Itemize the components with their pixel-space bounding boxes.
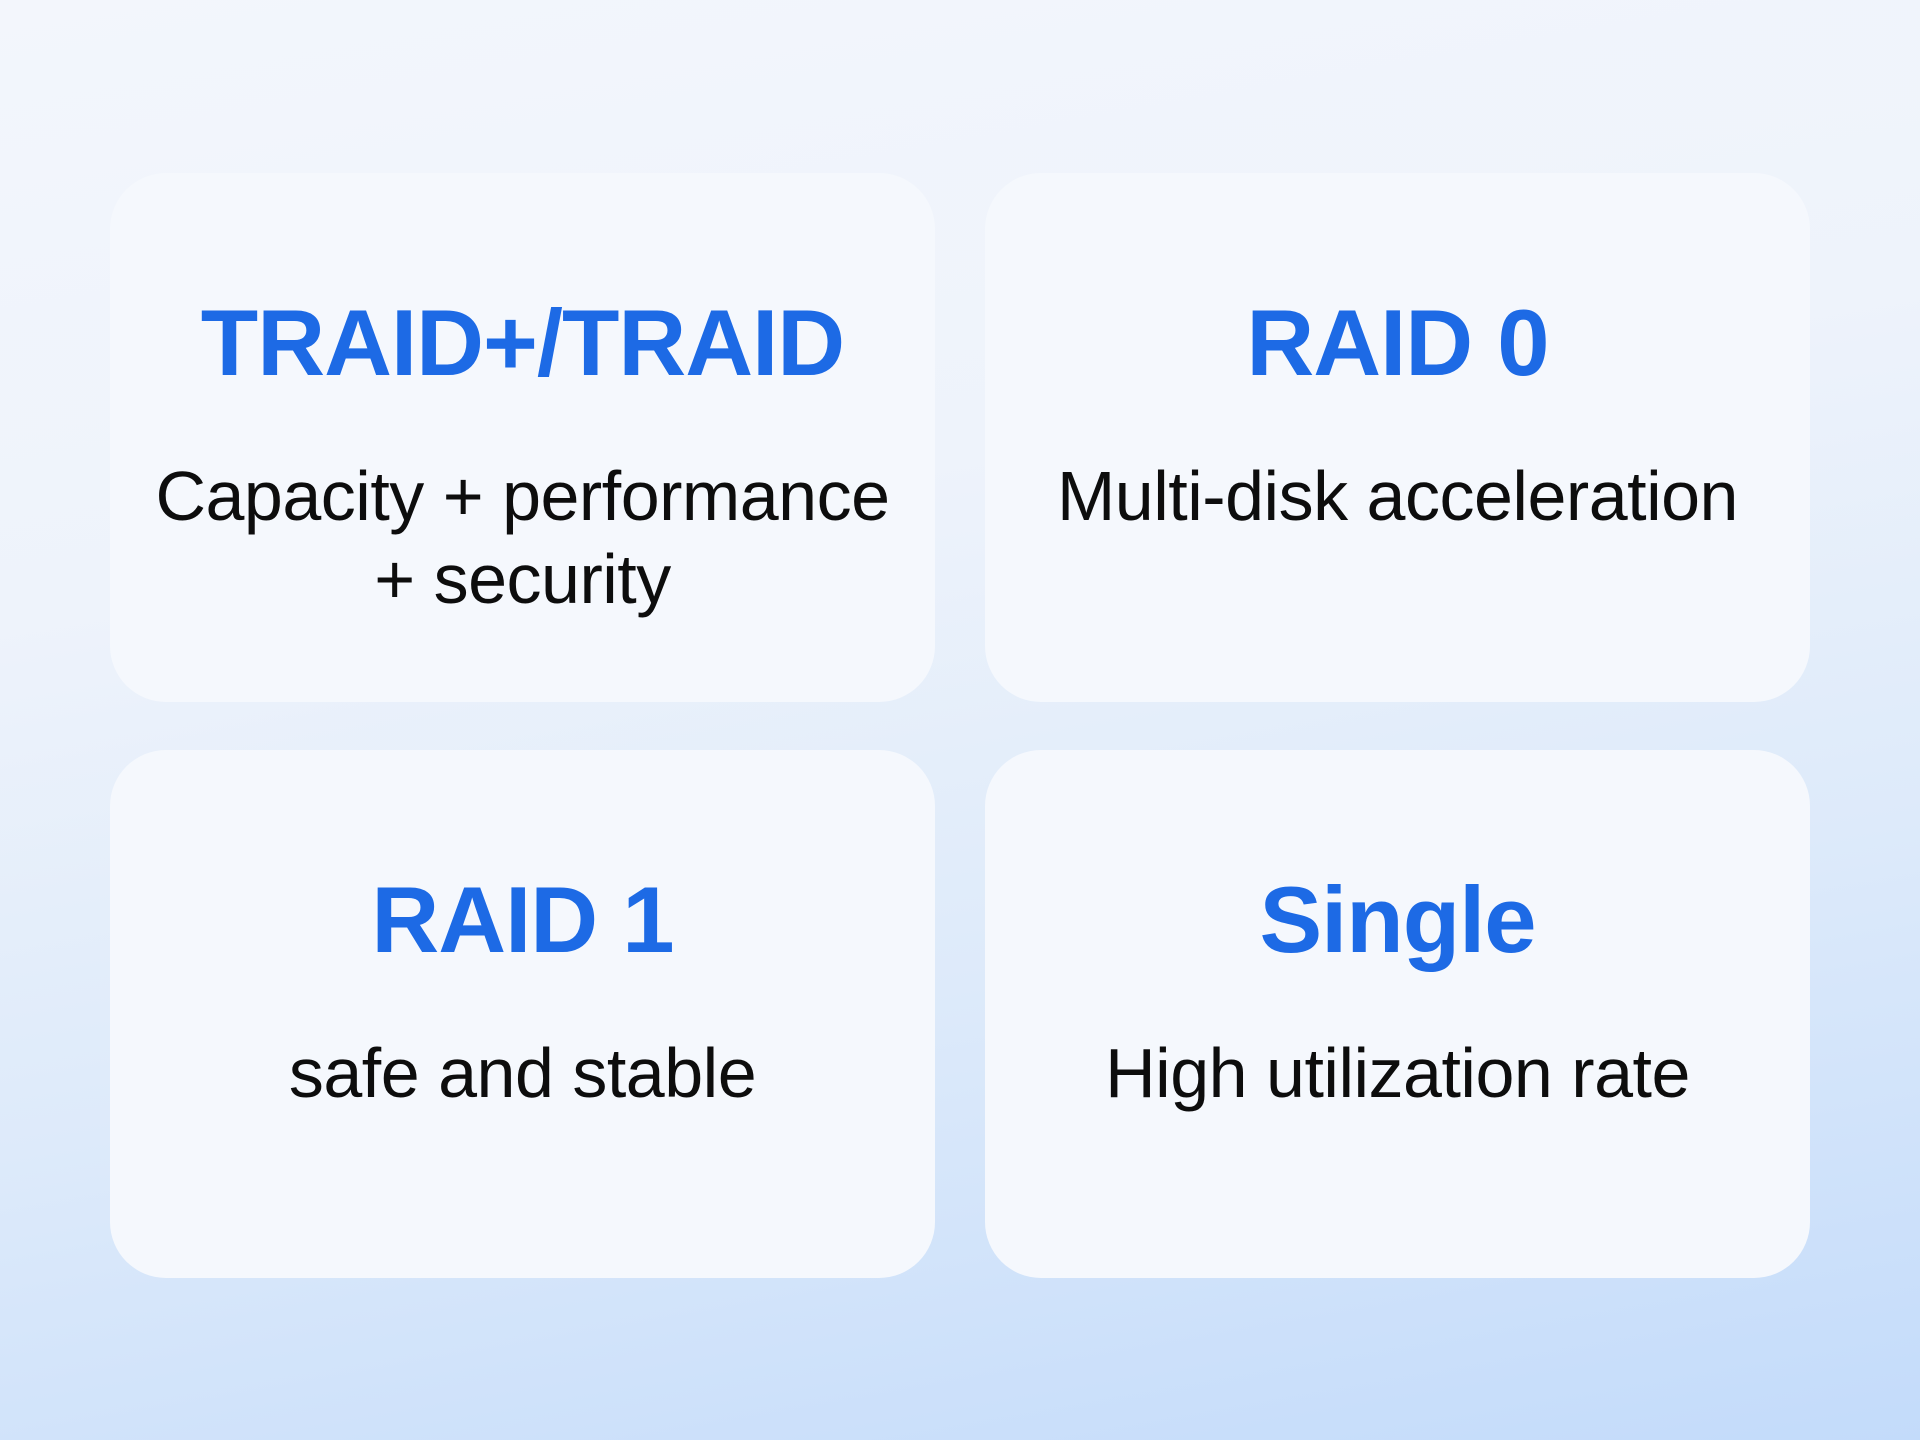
card-single-description: High utilization rate — [1105, 1034, 1690, 1113]
card-raid0-description: Multi-disk acceleration — [1057, 457, 1738, 536]
card-traid[interactable]: TRAID+/TRAID Capacity + performance + se… — [110, 173, 935, 702]
card-single-title: Single — [1259, 867, 1536, 972]
card-raid0[interactable]: RAID 0 Multi-disk acceleration — [985, 173, 1810, 702]
card-raid1-title: RAID 1 — [371, 867, 674, 972]
card-raid1-description: safe and stable — [288, 1034, 757, 1113]
card-raid0-title: RAID 0 — [1246, 290, 1549, 395]
raid-options-grid: TRAID+/TRAID Capacity + performance + se… — [110, 173, 1810, 1278]
card-traid-title: TRAID+/TRAID — [200, 290, 845, 395]
card-raid1[interactable]: RAID 1 safe and stable — [110, 750, 935, 1278]
card-single[interactable]: Single High utilization rate — [985, 750, 1810, 1278]
card-traid-description: Capacity + performance + security — [155, 457, 890, 618]
